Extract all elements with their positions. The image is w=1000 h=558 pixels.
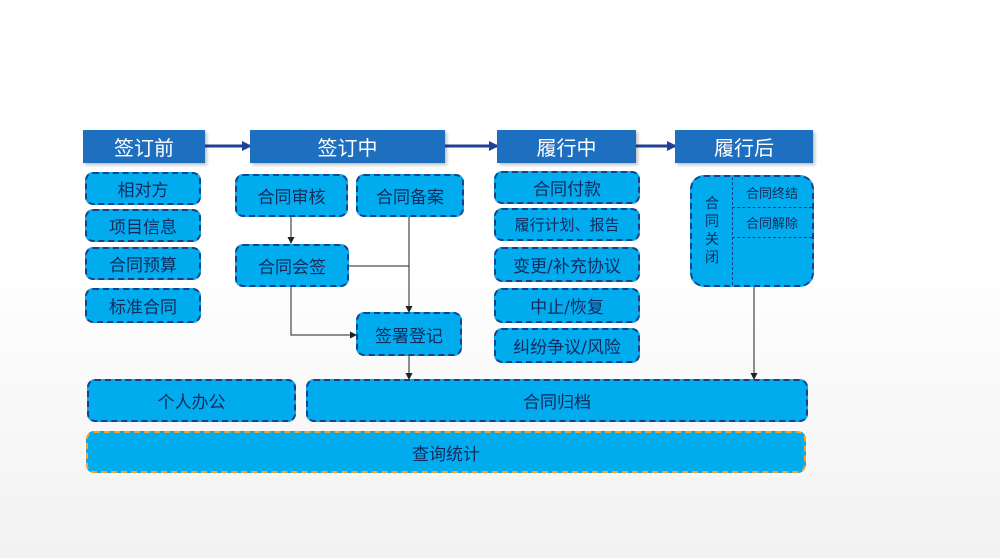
performance-plan-box[interactable]: 履行计划、报告 [494,208,640,241]
contract-budget-box[interactable]: 合同预算 [85,247,201,280]
project-info-box[interactable]: 项目信息 [85,209,201,242]
standard-contract-box[interactable]: 标准合同 [85,288,201,323]
close-char-2: 同 [705,214,719,230]
contract-close-label[interactable]: 合 同 关 闭 [692,177,732,285]
dispute-risk-box[interactable]: 纠纷争议/风险 [494,328,640,363]
phase-header-after: 履行后 [675,130,813,163]
contract-record-box[interactable]: 合同备案 [356,174,464,217]
counterparty-box[interactable]: 相对方 [85,172,201,205]
change-agreement-box[interactable]: 变更/补充协议 [494,247,640,282]
close-group-divider-2 [732,237,812,238]
query-statistics-box[interactable]: 查询统计 [86,431,806,473]
countersign-to-registration-arrow [290,287,357,339]
close-char-4: 闭 [705,250,719,266]
phase-header-performing: 履行中 [497,130,636,163]
contract-archive-box[interactable]: 合同归档 [306,379,808,422]
close-char-1: 合 [705,196,719,212]
personal-office-box[interactable]: 个人办公 [87,379,296,422]
suspend-resume-box[interactable]: 中止/恢复 [494,288,640,323]
contract-terminate-item[interactable]: 合同终结 [745,186,798,202]
phase-header-signing: 签订中 [250,130,445,163]
contract-review-box[interactable]: 合同审核 [235,174,348,217]
contract-payment-box[interactable]: 合同付款 [494,171,640,204]
close-char-3: 关 [705,232,719,248]
contract-countersign-box[interactable]: 合同会签 [235,244,349,287]
close-group-divider-1 [732,207,812,208]
signing-registration-box[interactable]: 签署登记 [356,312,462,356]
contract-close-group: 合 同 关 闭 合同终结 合同解除 [690,175,814,287]
contract-dissolve-item[interactable]: 合同解除 [745,216,798,232]
phase-header-before: 签订前 [83,130,205,163]
close-group-divider-vertical [732,177,733,285]
